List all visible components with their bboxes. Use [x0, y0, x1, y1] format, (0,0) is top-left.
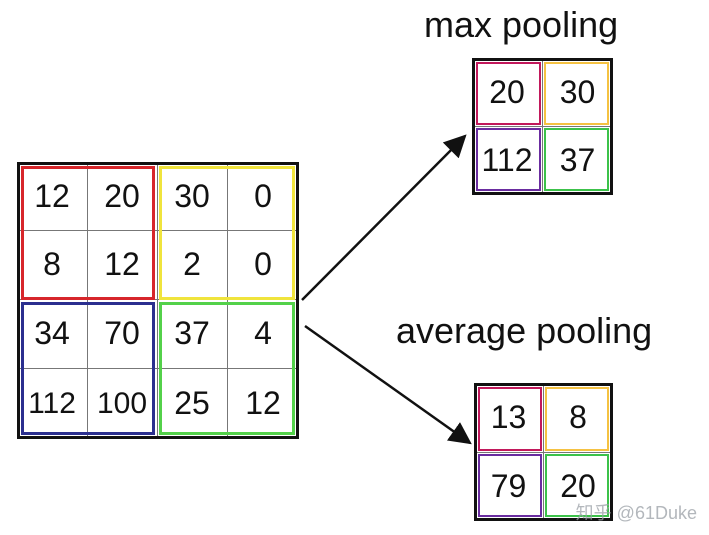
- max-pooling-grid: 20 30 112 37: [472, 58, 613, 195]
- watermark: 知乎 @61Duke: [575, 503, 697, 523]
- quadrant-bottom-right: [159, 302, 295, 435]
- max-pooling-cell: 112: [481, 142, 533, 178]
- input-cell: 0: [254, 246, 272, 282]
- average-pooling-cell: 13: [490, 399, 527, 435]
- input-cell: 8: [43, 246, 61, 282]
- input-cell: 12: [34, 177, 70, 214]
- average-pooling-cell: 20: [560, 468, 596, 504]
- input-cell: 37: [174, 315, 210, 351]
- input-cell: 4: [254, 315, 272, 351]
- input-cell: 112: [28, 386, 76, 420]
- input-cell: 0: [254, 177, 272, 214]
- average-pooling-grid: 13 8 79 20: [474, 383, 613, 521]
- average-pooling-cell: 8: [569, 399, 587, 435]
- max-pooling-cell: 20: [489, 73, 525, 110]
- input-cell: 25: [174, 385, 210, 421]
- input-cell: 100: [96, 386, 148, 420]
- average-pooling-cell: 79: [490, 468, 527, 504]
- input-cell: 2: [183, 246, 201, 282]
- input-cell: 20: [104, 177, 140, 214]
- max-pooling-cell: 30: [559, 73, 596, 110]
- quadrant-bottom-left: [21, 302, 155, 435]
- max-pooling-cell: 37: [559, 142, 596, 178]
- input-cell: 70: [104, 315, 140, 351]
- arrow-to-average-pooling: [304, 324, 472, 445]
- quadrant-top-left: [21, 166, 155, 300]
- input-grid: 12 20 30 0 8 12 2 0 34 70 37 4 112 100 2…: [17, 162, 299, 439]
- input-cell: 12: [245, 385, 281, 421]
- input-cell: 12: [104, 246, 140, 282]
- quadrant-top-right: [159, 166, 295, 300]
- arrow-to-max-pooling: [301, 134, 467, 301]
- input-cell: 34: [34, 315, 70, 351]
- input-cell: 30: [174, 177, 210, 214]
- max-pooling-title: max pooling: [424, 4, 619, 45]
- average-pooling-title: average pooling: [396, 310, 653, 351]
